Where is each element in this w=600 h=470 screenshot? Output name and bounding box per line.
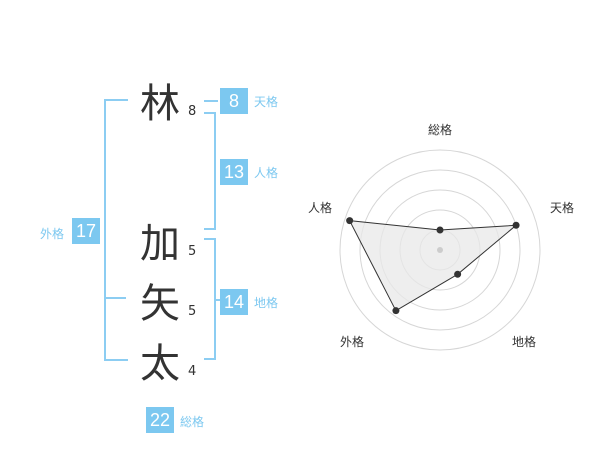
soukaku-value: 22	[146, 407, 174, 433]
chikaku-value: 14	[220, 289, 248, 315]
jinkaku-value: 13	[220, 159, 248, 185]
radar-center-dot	[437, 247, 443, 253]
radar-axis-label-tenkaku: 天格	[550, 201, 575, 215]
radar-point-5	[346, 217, 354, 225]
stroke-count-2: 5	[188, 244, 197, 259]
radar-ring-5	[339, 149, 541, 351]
tenkaku-value: 8	[220, 88, 248, 114]
chikaku-bracket-tick	[214, 299, 222, 301]
radar-point-1	[436, 226, 444, 234]
radar-points	[346, 217, 520, 315]
name-char-1: 林	[140, 81, 180, 127]
soukaku-label: 総格	[180, 415, 205, 429]
radar-axis-label-chikaku: 地格	[512, 335, 537, 349]
gaikaku-value: 17	[72, 218, 100, 244]
stroke-count-3: 5	[188, 304, 197, 319]
gaikaku-bracket	[104, 99, 128, 361]
tenkaku-connector	[204, 100, 218, 102]
radar-point-4	[392, 307, 400, 315]
jinkaku-bracket	[204, 112, 216, 230]
radar-axis-label-gaikaku: 外格	[340, 335, 365, 349]
stroke-count-1: 8	[188, 104, 197, 119]
name-char-3: 矢	[140, 281, 180, 327]
radar-axis-label-jinkaku: 人格	[308, 201, 333, 215]
radar-axis-label-soukaku: 総格	[428, 123, 453, 137]
name-char-4: 太	[140, 341, 180, 387]
chikaku-label: 地格	[254, 296, 279, 310]
radar-ring-4	[359, 169, 521, 331]
radar-area	[348, 220, 518, 312]
radar-point-3	[454, 270, 462, 278]
gaikaku-label: 外格	[40, 227, 65, 241]
tenkaku-label: 天格	[254, 95, 279, 109]
radar-point-2	[512, 221, 520, 229]
name-char-2: 加	[140, 221, 180, 267]
jinkaku-label: 人格	[254, 166, 279, 180]
gaikaku-bracket-tick	[104, 297, 126, 299]
stroke-count-4: 4	[188, 364, 197, 379]
